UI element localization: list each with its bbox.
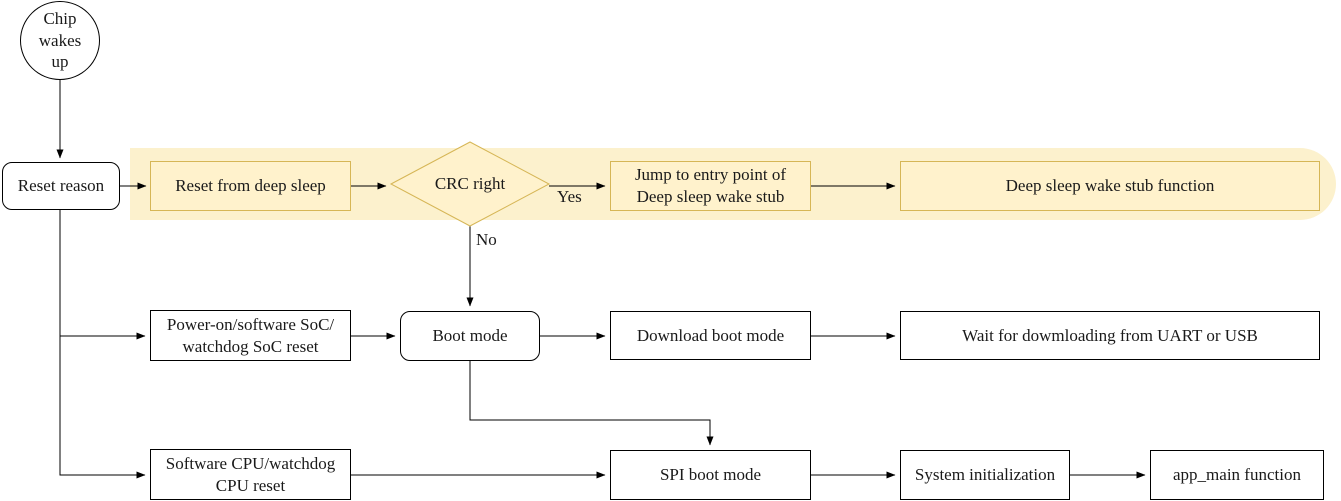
node-software-cpu-reset: Software CPU/watchdog CPU reset [150, 449, 351, 500]
edge-reset-reason-to-software-cpu [60, 210, 146, 479]
node-reset-from-deep-sleep: Reset from deep sleep [150, 161, 351, 211]
node-power-on-reset: Power-on/software SoC/ watchdog SoC rese… [150, 310, 351, 361]
node-crc-right-label: CRC right [434, 174, 506, 194]
node-system-initialization: System initialization [900, 450, 1070, 500]
edge-label-yes: Yes [557, 187, 582, 206]
node-jump-to-entry: Jump to entry point of Deep sleep wake s… [610, 161, 811, 211]
node-app-main: app_main function [1150, 450, 1324, 500]
node-wake-stub-function: Deep sleep wake stub function [900, 161, 1320, 211]
edge-boot-mode-to-spi [470, 361, 714, 446]
node-download-boot-mode: Download boot mode [610, 311, 811, 360]
node-chip-wakes-up: Chip wakes up [20, 1, 100, 80]
node-reset-reason: Reset reason [2, 162, 120, 210]
node-boot-mode: Boot mode [400, 311, 540, 361]
edge-label-no: No [476, 230, 497, 249]
node-spi-boot-mode: SPI boot mode [610, 450, 811, 500]
node-wait-for-download: Wait for dowmloading from UART or USB [900, 311, 1320, 360]
